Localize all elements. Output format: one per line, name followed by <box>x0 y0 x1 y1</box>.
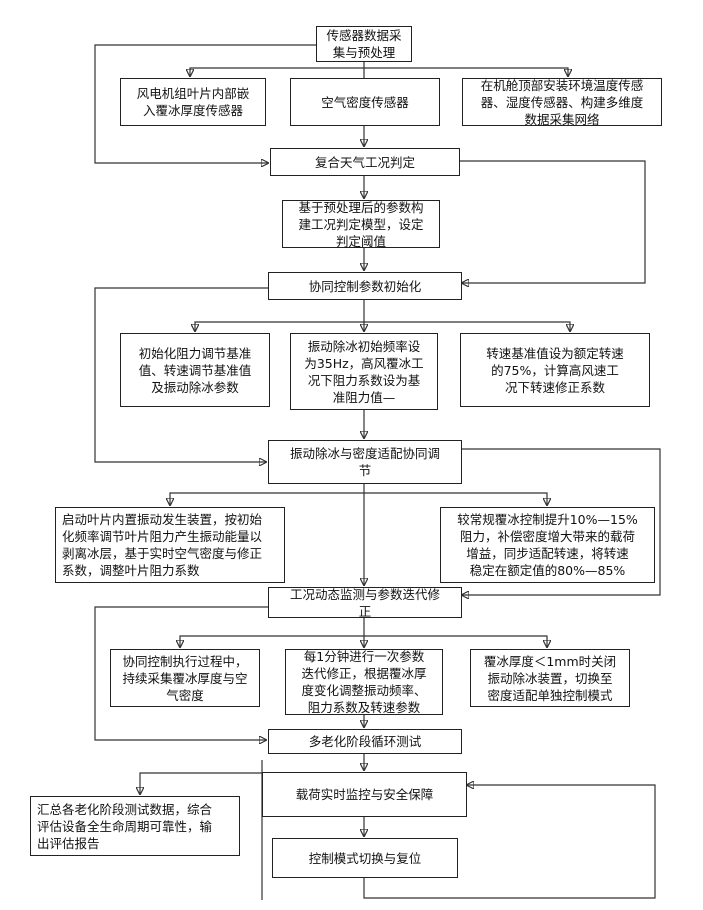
node-vibration-freq-init: 振动除冰初始频率设 为35Hz，高风覆冰工 况下阻力系数设为基 准阻力值— <box>290 333 438 410</box>
node-aging-cycle-test: 多老化阶段循环测试 <box>268 729 462 754</box>
node-dynamic-monitoring: 工况动态监测与参数迭代修 正 <box>268 587 462 618</box>
node-vibration-density-coordination: 振动除冰与密度适配协同调 节 <box>268 440 462 484</box>
node-condition-model: 基于预处理后的参数构 建工况判定模型，设定 判定阈值 <box>282 200 440 248</box>
node-init-baseline: 初始化阻力调节基准 值、转速调节基准值 及振动除冰参数 <box>120 333 270 407</box>
node-param-init: 协同控制参数初始化 <box>268 272 462 300</box>
connector <box>140 773 262 794</box>
node-weather-condition-judgment: 复合天气工况判定 <box>270 148 460 176</box>
node-iterative-correction: 每1分钟进行一次参数 迭代修正，根据覆冰厚 度变化调整振动频率、 阻力系数及转速… <box>285 649 443 715</box>
node-env-sensor-network: 在机舱顶部安装环境温度传感 器、湿度传感器、构建多维度 数据采集网络 <box>462 78 662 126</box>
node-sensor-data-collection: 传感器数据采 集与预处理 <box>316 26 412 62</box>
node-test-summary-report: 汇总各老化阶段测试数据，综合 评估设备全生命周期可靠性，输 出评估报告 <box>30 796 240 856</box>
node-mode-switch-condition: 覆冰厚度＜1mm时关闭 振动除冰装置，切换至 密度适配单独控制模式 <box>470 649 630 707</box>
node-vibration-device-start: 启动叶片内置振动发生装置，按初始 化频率调节叶片阻力产生振动能量以 剥离冰层，基… <box>55 507 285 583</box>
connector <box>364 68 568 76</box>
connector <box>190 68 364 76</box>
node-load-monitoring-safety: 载荷实时监控与安全保障 <box>262 772 467 817</box>
connector <box>460 161 645 283</box>
node-resistance-increase: 较常规覆冰控制提升10%—15% 阻力，补偿密度增大带来的载荷 增益，同步适配转… <box>440 507 655 583</box>
node-ice-thickness-sensor: 风电机组叶片内部嵌 入覆冰厚度传感器 <box>120 78 266 126</box>
connector <box>364 493 547 505</box>
node-control-switch-reset: 控制模式切换与复位 <box>272 838 458 878</box>
connector <box>170 493 364 505</box>
connector <box>364 322 570 331</box>
node-air-density-sensor: 空气密度传感器 <box>290 78 440 126</box>
connector <box>180 636 364 647</box>
connector <box>364 636 547 647</box>
connector <box>195 322 364 331</box>
node-continuous-collection: 协同控制执行过程中， 持续采集覆冰厚度与空 气密度 <box>110 649 260 707</box>
node-speed-baseline: 转速基准值设为额定转速 的75%，计算高风速工 况下转速修正系数 <box>460 333 650 407</box>
